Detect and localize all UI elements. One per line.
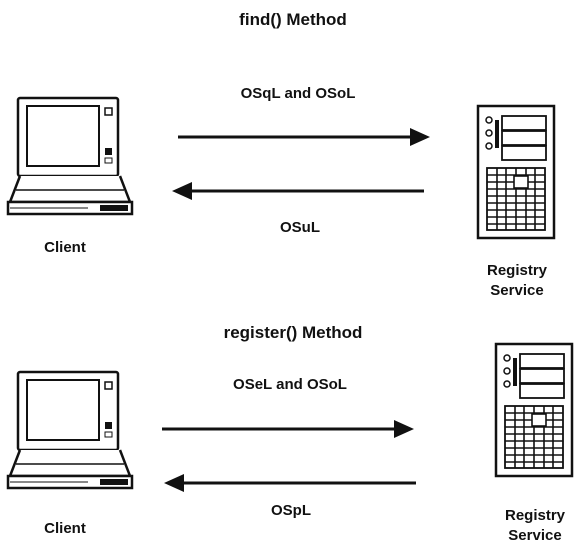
request-arrow bbox=[162, 420, 414, 438]
service-label-line2: Service bbox=[508, 527, 562, 544]
section-title: register() Method bbox=[223, 323, 363, 342]
server-tower-icon bbox=[494, 342, 574, 478]
response-arrow bbox=[172, 182, 424, 200]
section-title: find() Method bbox=[239, 10, 347, 29]
service-label-line1: Registry bbox=[504, 507, 566, 524]
client-label: Client bbox=[44, 520, 86, 537]
response-label: OSpL bbox=[271, 502, 311, 519]
laptop-icon bbox=[6, 370, 134, 490]
service-label-line2: Service bbox=[490, 282, 544, 299]
request-label: OSeL and OSoL bbox=[233, 376, 347, 393]
request-label: OSqL and OSoL bbox=[240, 85, 356, 102]
client-label: Client bbox=[44, 239, 86, 256]
laptop-icon bbox=[6, 96, 134, 216]
request-arrow bbox=[178, 128, 430, 146]
service-label-line1: Registry bbox=[486, 262, 548, 279]
server-tower-icon bbox=[476, 104, 556, 240]
response-label: OSuL bbox=[280, 219, 320, 236]
response-arrow bbox=[164, 474, 416, 492]
